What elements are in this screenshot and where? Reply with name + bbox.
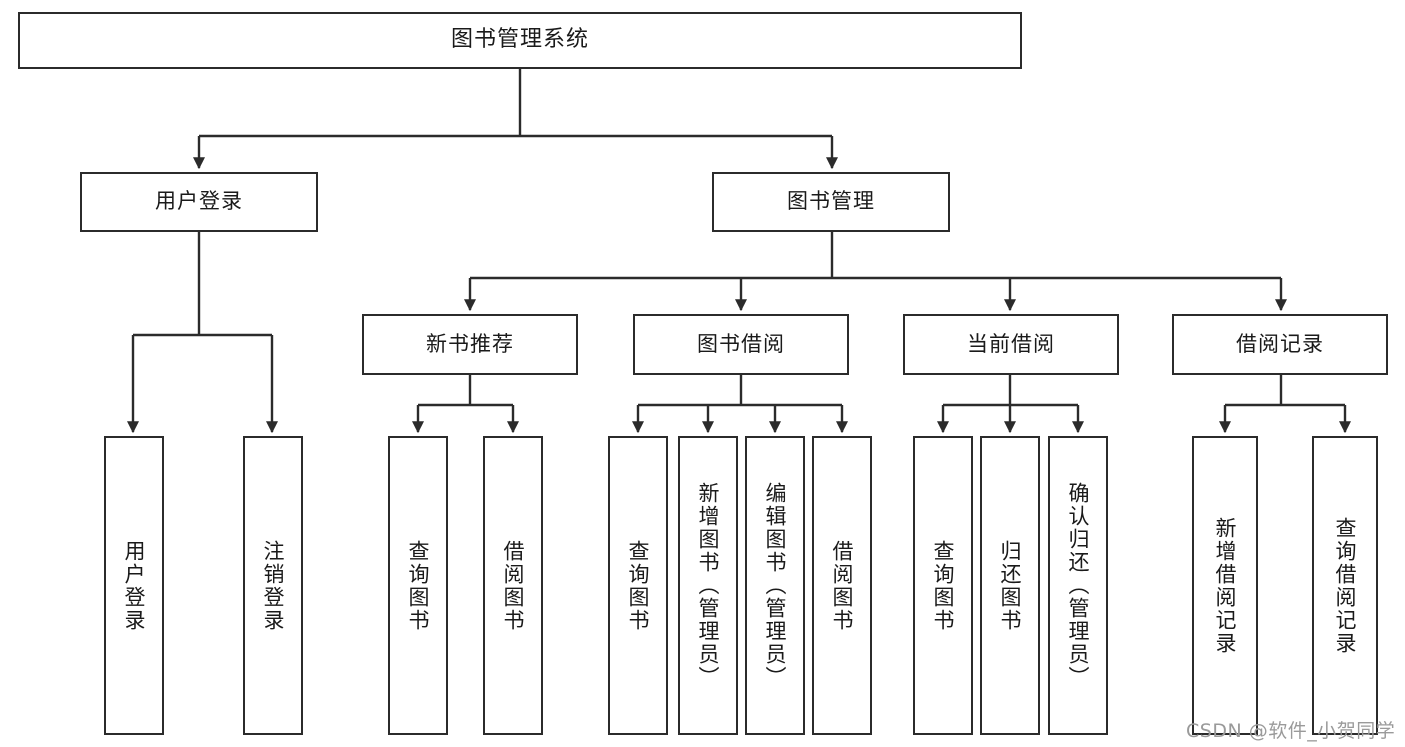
watermark: CSDN @软件_小贺同学	[1186, 720, 1396, 742]
node-label: 借阅图书	[501, 539, 526, 632]
leaf-recommend-query-book[interactable]: 查询图书	[388, 436, 448, 735]
node-label: 用户登录	[122, 539, 147, 632]
leaf-user-login-logout[interactable]: 注销登录	[243, 436, 303, 735]
node-label: 新书推荐	[426, 331, 514, 356]
leaf-current-query-book[interactable]: 查询图书	[913, 436, 973, 735]
node-book-borrow[interactable]: 图书借阅	[633, 314, 849, 375]
node-book-management[interactable]: 图书管理	[712, 172, 950, 232]
node-label: 确认归还（管理员）	[1066, 482, 1091, 689]
node-label: 图书管理	[787, 189, 875, 214]
leaf-borrow-add-book-admin[interactable]: 新增图书（管理员）	[678, 436, 738, 735]
leaf-record-query-record[interactable]: 查询借阅记录	[1312, 436, 1378, 735]
leaf-borrow-query-book[interactable]: 查询图书	[608, 436, 668, 735]
node-label: 图书管理系统	[450, 27, 589, 53]
leaf-borrow-edit-book-admin[interactable]: 编辑图书（管理员）	[745, 436, 805, 735]
leaf-record-add-record[interactable]: 新增借阅记录	[1192, 436, 1258, 735]
node-label: 新增借阅记录	[1213, 516, 1238, 655]
node-label: 当前借阅	[967, 331, 1055, 356]
leaf-current-return-book[interactable]: 归还图书	[980, 436, 1040, 735]
node-label: 借阅图书	[830, 539, 855, 632]
node-label: 新增图书（管理员）	[696, 482, 721, 689]
node-user-login[interactable]: 用户登录	[80, 172, 318, 232]
node-label: 查询图书	[931, 539, 956, 632]
node-label: 查询图书	[626, 539, 651, 632]
node-label: 注销登录	[261, 539, 286, 632]
leaf-recommend-borrow-book[interactable]: 借阅图书	[483, 436, 543, 735]
node-new-book-recommend[interactable]: 新书推荐	[362, 314, 578, 375]
node-label: 归还图书	[998, 539, 1023, 632]
node-label: 编辑图书（管理员）	[763, 482, 788, 689]
node-label: 借阅记录	[1236, 331, 1324, 356]
node-label: 图书借阅	[697, 331, 785, 356]
node-label: 查询借阅记录	[1333, 516, 1358, 655]
node-root-book-management-system[interactable]: 图书管理系统	[18, 12, 1022, 69]
leaf-user-login-login[interactable]: 用户登录	[104, 436, 164, 735]
leaf-borrow-borrow-book[interactable]: 借阅图书	[812, 436, 872, 735]
node-current-borrow[interactable]: 当前借阅	[903, 314, 1119, 375]
node-label: 用户登录	[155, 189, 243, 214]
node-label: 查询图书	[406, 539, 431, 632]
node-borrow-record[interactable]: 借阅记录	[1172, 314, 1388, 375]
leaf-current-confirm-return-admin[interactable]: 确认归还（管理员）	[1048, 436, 1108, 735]
